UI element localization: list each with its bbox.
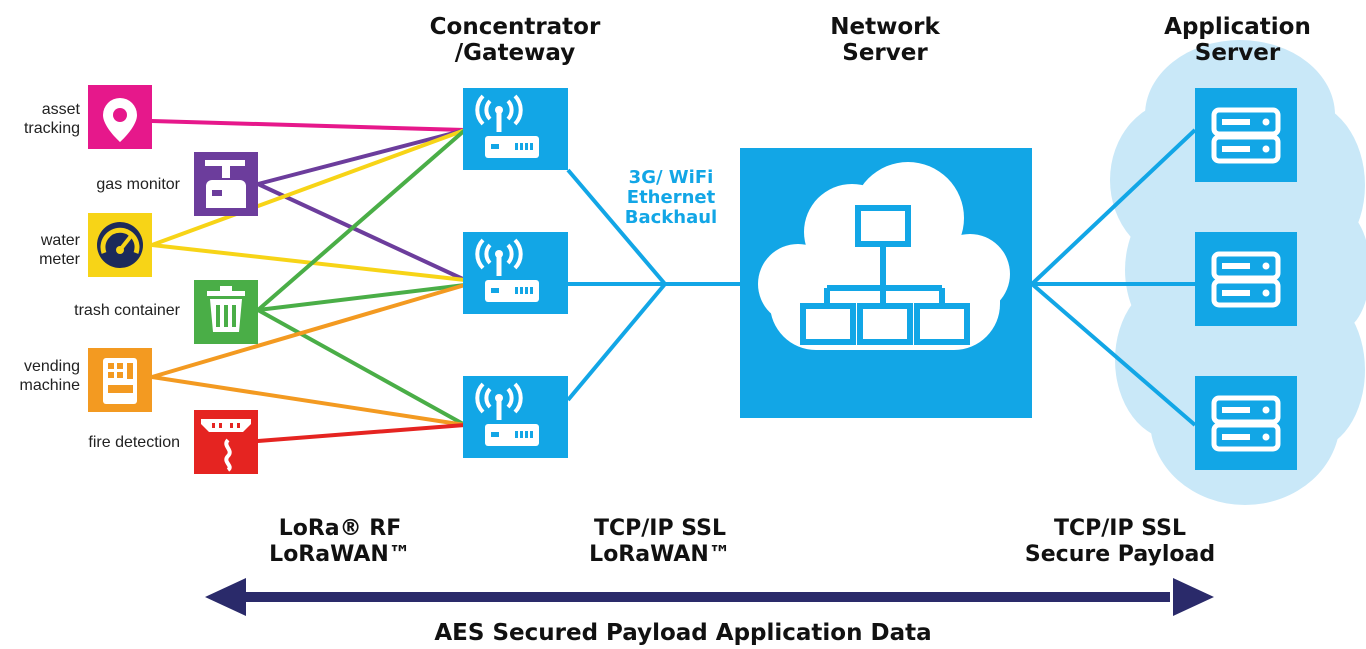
application-server-2 <box>1195 232 1297 326</box>
antenna-router-icon <box>475 94 539 158</box>
protocol-rf: LoRa® RF LoRaWAN™ <box>269 516 411 567</box>
smoke-detector-icon <box>201 419 251 472</box>
device-label-gas-monitor: gas monitor <box>96 176 180 193</box>
gauge-icon <box>97 222 143 268</box>
gateway-3 <box>463 376 568 458</box>
gateway-1 <box>463 88 568 170</box>
server-icon <box>1211 251 1281 308</box>
antenna-router-icon <box>475 382 539 446</box>
gateway-header: Concentrator /Gateway <box>429 14 601 66</box>
device-label-fire-detection: fire detection <box>88 434 180 451</box>
device-links <box>150 119 467 443</box>
device-label-asset-tracking: asset tracking <box>23 101 80 137</box>
application-server-3 <box>1195 376 1297 470</box>
device-water-meter <box>88 213 152 277</box>
backhaul-links <box>566 168 740 402</box>
device-asset-tracking <box>88 85 152 149</box>
payload-arrow <box>205 578 1214 616</box>
bottom-title: AES Secured Payload Application Data <box>434 620 932 646</box>
antenna-router-icon <box>475 238 539 302</box>
device-vending-machine <box>88 348 152 412</box>
device-label-vending-machine: vending machine <box>19 358 80 394</box>
device-gas-monitor <box>194 152 258 216</box>
device-label-water-meter: water meter <box>39 232 80 268</box>
device-fire-detection <box>194 410 258 474</box>
gateway-2 <box>463 232 568 314</box>
backhaul-label: 3G/ WiFi Ethernet Backhaul <box>624 167 718 228</box>
network-server-box <box>740 148 1032 418</box>
server-links <box>1030 128 1197 427</box>
trash-can-icon <box>207 286 245 332</box>
protocol-tcp-lorawan: TCP/IP SSL LoRaWAN™ <box>589 516 731 567</box>
device-trash-container <box>194 280 258 344</box>
device-label-trash-container: trash container <box>74 302 180 319</box>
server-icon <box>1211 395 1281 452</box>
location-pin-icon <box>103 98 137 142</box>
vending-machine-icon <box>103 358 137 404</box>
application-server-header: Application Server <box>1164 14 1311 66</box>
protocol-tcp-secure: TCP/IP SSL Secure Payload <box>1024 516 1216 567</box>
server-icon <box>1211 107 1281 164</box>
cloud-network-icon <box>758 162 1010 350</box>
gas-canister-icon <box>205 160 246 208</box>
application-server-1 <box>1195 88 1297 182</box>
network-server-header: Network Server <box>830 14 940 66</box>
